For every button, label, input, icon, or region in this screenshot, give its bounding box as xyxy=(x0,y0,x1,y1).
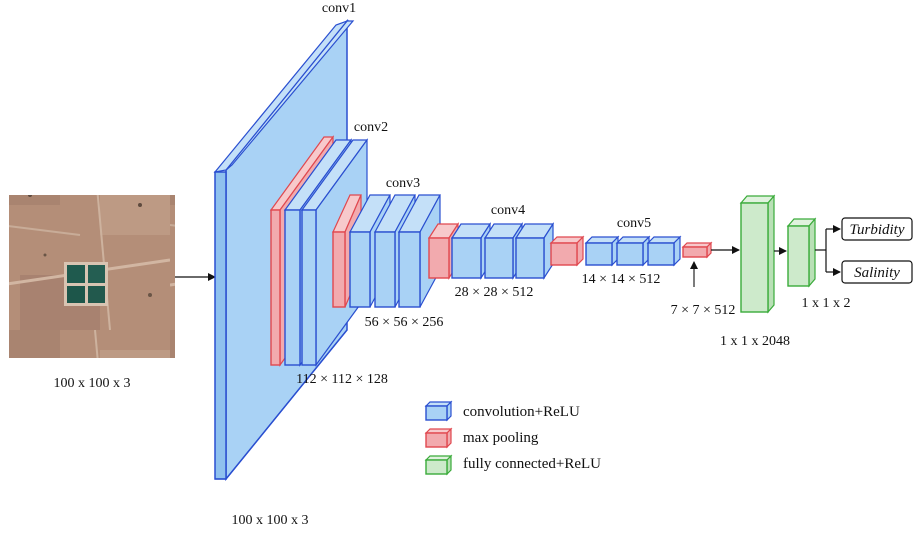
green-box-icon xyxy=(424,454,453,476)
conv1-label: conv1 xyxy=(322,1,356,16)
conv3-label: conv3 xyxy=(386,176,420,191)
red-box-icon xyxy=(424,427,453,449)
conv5-block xyxy=(549,235,682,267)
dim-56-label: 56 × 56 × 256 xyxy=(365,315,444,330)
conv3-block xyxy=(332,194,442,308)
conv1-dimension-label: 100 x 100 x 3 xyxy=(232,513,309,528)
dim-112-label: 112 × 112 × 128 xyxy=(296,372,388,387)
dim-14-label: 14 × 14 × 512 xyxy=(582,272,661,287)
input-dimension-label: 100 x 100 x 3 xyxy=(54,376,131,391)
conv2-label: conv2 xyxy=(354,120,388,135)
conv5-label: conv5 xyxy=(617,216,651,231)
legend: convolution+ReLU max pooling fully conne… xyxy=(424,400,601,476)
pond-4 xyxy=(88,286,105,303)
salinity-output-box xyxy=(841,260,913,284)
salinity-output-label: Salinity xyxy=(854,265,900,281)
dim-28-label: 28 × 28 × 512 xyxy=(455,285,534,300)
pond-2 xyxy=(88,265,105,283)
conv4-label: conv4 xyxy=(491,203,525,218)
pond-1 xyxy=(67,265,85,283)
fc1-block xyxy=(739,194,776,314)
pool5-block xyxy=(681,241,713,259)
legend-conv-label: convolution+ReLU xyxy=(463,404,580,420)
legend-fc-label: fully connected+ReLU xyxy=(463,456,601,472)
turbidity-output-box xyxy=(841,217,913,241)
pond-3 xyxy=(67,286,85,303)
conv4-block xyxy=(427,221,555,281)
fc2-dimension-label: 1 x 1 x 2 xyxy=(802,296,851,311)
input-satellite-image xyxy=(9,195,175,358)
dim-7-label: 7 × 7 × 512 xyxy=(671,303,736,318)
fc2-block xyxy=(786,217,817,288)
blue-box-icon xyxy=(424,400,453,422)
fc1-dimension-label: 1 x 1 x 2048 xyxy=(720,334,790,349)
output-branch xyxy=(815,225,841,276)
legend-pool-label: max pooling xyxy=(463,430,539,446)
turbidity-output-label: Turbidity xyxy=(849,222,904,238)
